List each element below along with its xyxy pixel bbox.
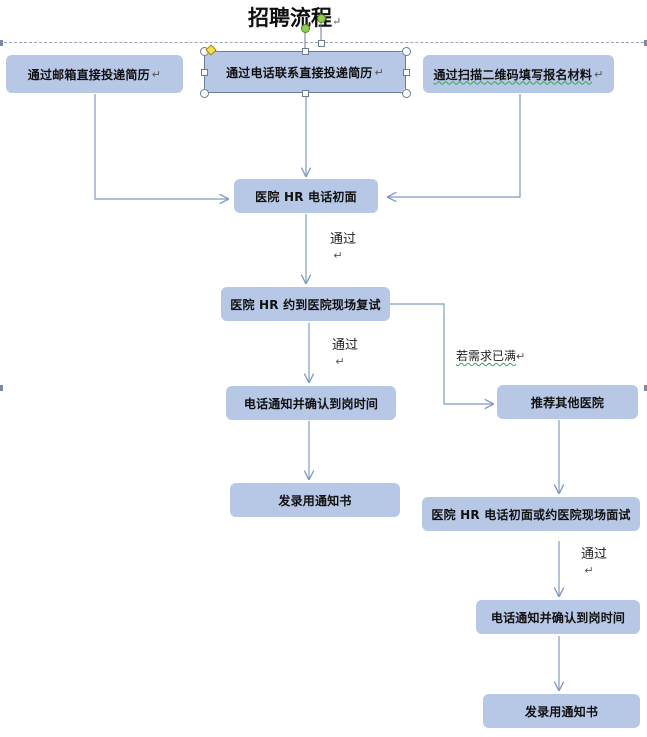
page-edge-marker-mid-left	[0, 385, 3, 391]
label-pass-1: 通过↵	[330, 232, 357, 262]
node-notify-confirm-left[interactable]: 电话通知并确认到岗时间	[226, 386, 396, 420]
node-phone-submit[interactable]: 通过电话联系直接投递简历↵	[205, 52, 405, 92]
connector-qr-to-hr	[388, 94, 521, 197]
resize-handle-right[interactable]	[403, 69, 410, 76]
node-hr-onsite-reinterview[interactable]: 医院 HR 约到医院现场复试	[221, 287, 390, 321]
page-title: 招聘流程↵	[248, 5, 342, 30]
node-email-submit[interactable]: 通过邮箱直接投递简历↵	[6, 55, 183, 93]
resize-handle-bottom-left[interactable]	[200, 89, 209, 98]
resize-handle-top-right[interactable]	[402, 47, 411, 56]
rotate-handle[interactable]	[301, 24, 310, 33]
page-edge-marker-right	[644, 40, 647, 46]
resize-handle-top[interactable]	[302, 48, 309, 55]
label-if-full: 若需求已满↵	[456, 349, 526, 363]
page-edge-marker-left	[0, 40, 3, 46]
page-edge-marker-mid-right	[644, 385, 647, 391]
rotate-handle-2[interactable]	[317, 14, 326, 23]
label-pass-2: 通过↵	[332, 338, 359, 368]
resize-handle-bottom[interactable]	[302, 90, 309, 97]
label-pass-3: 通过↵	[581, 547, 608, 577]
node-recommend-other[interactable]: 推荐其他医院	[497, 385, 638, 419]
node-hr-phone-interview[interactable]: 医院 HR 电话初面	[234, 179, 378, 213]
connector-email-to-hr	[94, 94, 228, 199]
anchor-handle[interactable]	[318, 40, 325, 47]
node-notify-confirm-right[interactable]: 电话通知并确认到岗时间	[476, 600, 640, 634]
paragraph-mark: ↵	[332, 15, 342, 28]
node-other-interview[interactable]: 医院 HR 电话初面或约医院现场面试	[422, 497, 640, 531]
node-offer-right[interactable]: 发录用通知书	[483, 694, 640, 728]
resize-handle-left[interactable]	[201, 69, 208, 76]
node-offer-left[interactable]: 发录用通知书	[230, 483, 400, 517]
node-qr-submit[interactable]: 通过扫描二维码填写报名材料↵	[423, 55, 614, 93]
selection-frame	[204, 51, 406, 93]
resize-handle-bottom-right[interactable]	[402, 89, 411, 98]
